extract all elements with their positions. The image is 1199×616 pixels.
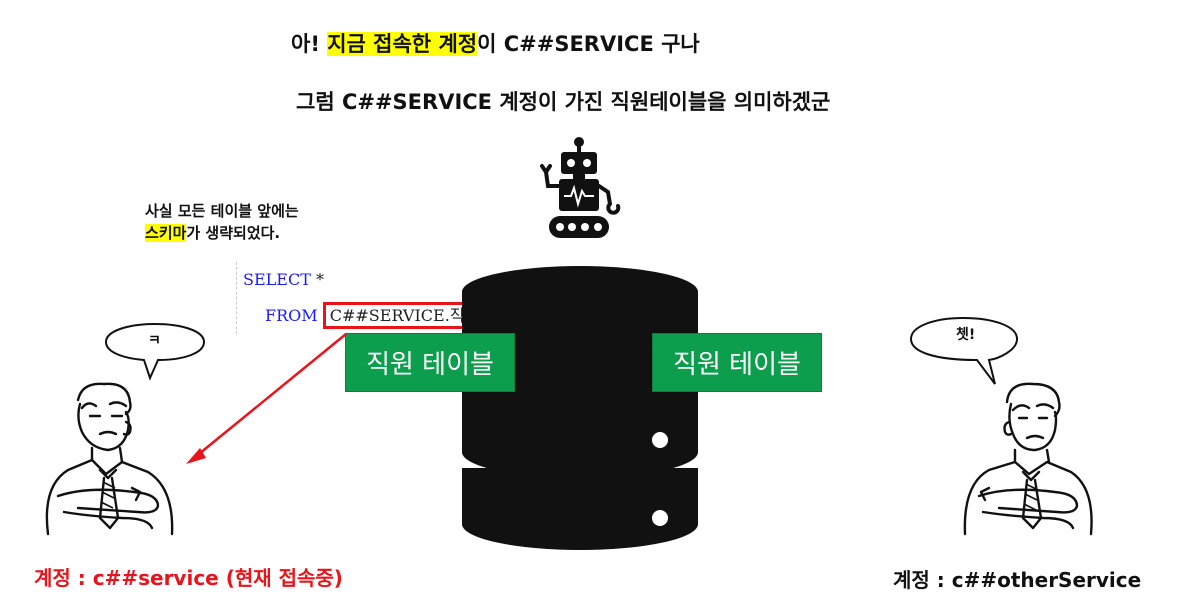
person-right-icon	[963, 382, 1093, 536]
speech-bubble-icon	[104, 322, 206, 381]
sql-from-keyword: FROM	[265, 306, 318, 325]
right-employee-table: 직원 테이블	[652, 333, 822, 392]
sql-select-keyword: SELECT	[243, 270, 311, 289]
red-arrow-icon	[186, 333, 347, 464]
person-left-icon	[45, 382, 174, 536]
sql-from-line: FROM C##SERVICE.직원 ;	[265, 302, 497, 329]
note-highlight: 스키마	[145, 224, 187, 242]
sql-select-rest: *	[310, 270, 324, 289]
left-employee-table: 직원 테이블	[345, 333, 515, 392]
note-line1: 사실 모든 테이블 앞에는	[145, 202, 299, 220]
headline-line2: 그럼 C##SERVICE 계정이 가진 직원테이블을 의미하겠군	[296, 90, 831, 114]
speech-bubble-icon	[909, 316, 1019, 385]
database-icon	[462, 266, 698, 550]
headline-suffix: 이 C##SERVICE 구나	[477, 32, 700, 56]
current-account-label: 계정 : c##service (현재 접속중)	[34, 566, 343, 590]
schema-note: 사실 모든 테이블 앞에는 스키마가 생략되었다.	[145, 200, 299, 244]
note-suffix: 가 생략되었다.	[186, 224, 281, 242]
headline-prefix: 아!	[291, 32, 328, 56]
headline-highlight: 지금 접속한 계정	[327, 32, 478, 56]
right-bubble-text: 쳇!	[956, 327, 976, 343]
sql-select-line: SELECT *	[243, 270, 324, 289]
left-bubble-text: ㅋ	[148, 333, 161, 349]
sql-snippet: SELECT * FROM C##SERVICE.직원 ;	[236, 262, 517, 334]
robot-icon	[540, 137, 621, 238]
left-table-label: 직원 테이블	[366, 350, 494, 380]
right-table-label: 직원 테이블	[673, 350, 801, 380]
headline-line1: 아! 지금 접속한 계정이 C##SERVICE 구나	[291, 28, 700, 58]
note-line2: 스키마가 생략되었다.	[145, 222, 299, 244]
sql-from-target: C##SERVICE.직원	[322, 302, 487, 329]
other-account-label: 계정 : c##otherService	[893, 568, 1142, 592]
